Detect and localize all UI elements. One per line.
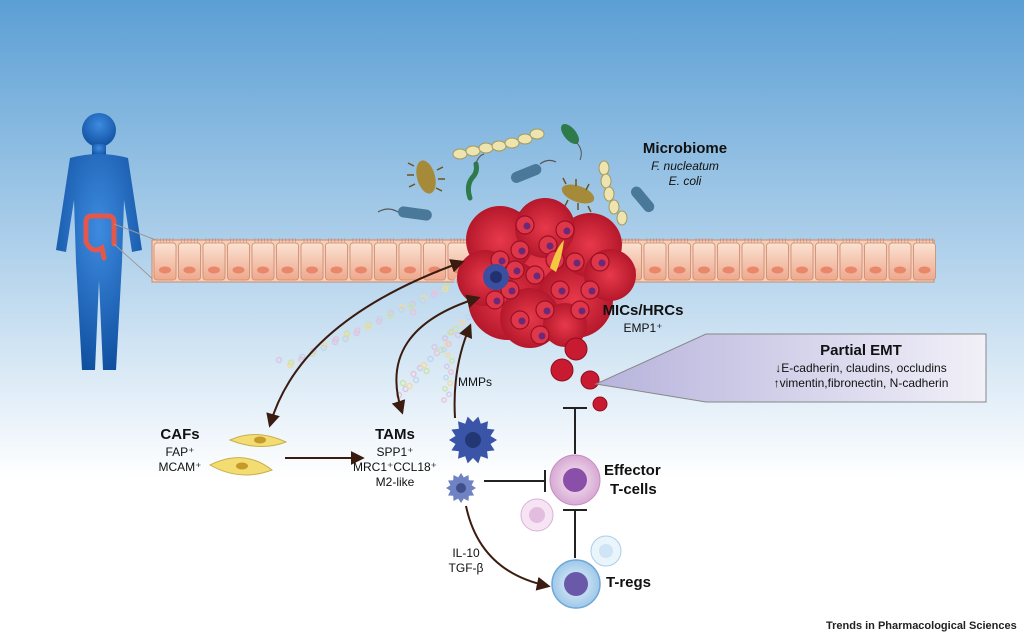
caf-tumor-arrow [266,259,465,428]
epithelial-cell [668,238,691,281]
treg-small-icon [590,535,622,567]
caf-cell-icon [208,457,274,476]
cafs-title: CAFs [160,426,200,443]
tam-tumor-arrow [391,294,481,415]
bacterium-curved-green-icon [465,153,485,201]
tumor-mass [457,198,636,348]
effector-title-1: Effector [604,462,661,479]
epithelial-cell [251,238,275,281]
epithelial-cell [864,238,887,281]
epithelial-cell [227,238,250,281]
microbiome-title: Microbiome [642,140,728,157]
cytokine-2: TGF-β [448,561,484,575]
macrophage-small-icon [446,473,476,503]
cytokine-1: IL-10 [452,546,480,560]
treg-cell-icon [551,559,601,609]
tams-marker-2: MRC1⁺CCL18⁺ [352,459,438,474]
bacterium-chain-icon [598,160,628,226]
epithelial-cell [741,238,765,281]
emt-label: Partial EMT ↓E-cadherin, claudins, occlu… [734,342,988,391]
cafs-marker-2: MCAM⁺ [158,459,202,474]
emt-callout-box [594,333,987,403]
caf-in-tumor-icon [550,240,564,272]
inhibition-lines [484,407,587,558]
tams-title: TAMs [375,426,415,443]
epithelial-cell [913,238,936,281]
caf-cell-icon [228,434,288,447]
epithelial-cell [692,238,716,281]
mics-marker: EMP1⁺ [623,320,663,335]
bacterium-rod-icon [631,186,655,213]
treg-induction-arrow [465,505,551,591]
bacterium-rod-icon [510,159,557,183]
epithelial-cell [398,238,422,281]
mics-title: MICs/HRCs [602,302,684,319]
epithelial-cell [153,238,177,281]
microbiome-label: Microbiome F. nucleatum E. coli [630,140,740,189]
epithelial-cell [888,238,912,281]
bacteria-group [377,124,655,226]
cafs-marker-1: FAP⁺ [165,444,195,459]
tams-marker-1: SPP1⁺ [376,444,414,459]
effector-label: Effector T-cells [604,462,661,500]
epithelial-cell [325,238,348,281]
mmp-arrow [453,323,473,419]
bacterium-green-icon [561,124,582,161]
emt-line-1: ↓E-cadherin, claudins, occludins [775,360,947,375]
mics-label: MICs/HRCs EMP1⁺ [598,302,688,336]
mmps-label: MMPs [458,375,492,389]
human-figure [56,113,142,370]
epithelial-cell [839,238,863,281]
epithelial-cell [717,238,740,281]
journal-credit: Trends in Pharmacological Sciences [826,620,1017,632]
tams-marker-3: M2-like [375,474,415,489]
epithelial-cell [374,238,397,281]
epithelial-cell [643,238,667,281]
species-1: F. nucleatum [651,158,719,173]
cafs-label: CAFs FAP⁺ MCAM⁺ [150,426,210,475]
bacterium-spiked-icon [407,160,445,194]
effector-tcell-icon [549,454,601,506]
bacterium-chain-icon [452,128,545,160]
zoom-lines [113,223,157,283]
tcell-small-icon [520,498,554,532]
bacterium-rod-icon [377,206,432,221]
tams-label: TAMs SPP1⁺ MRC1⁺CCL18⁺ M2-like [350,426,440,490]
macrophage-icon [449,416,497,464]
epithelial-cell [423,238,446,281]
epithelial-cell [766,238,789,281]
emt-line-2: ↑vimentin,fibronectin, N-cadherin [773,375,949,390]
epithelial-cell [178,238,201,281]
epithelial-cell [349,238,373,281]
tumor-cell-dark-icon [483,264,509,290]
colon-icon [83,213,117,261]
effector-title-2: T-cells [610,480,657,498]
epithelial-cell [276,238,299,281]
emt-title: Partial EMT [820,342,902,359]
species-2: E. coli [668,173,702,188]
epithelial-cell [815,238,838,281]
bacterium-spiked-icon [561,177,595,213]
disseminating-cells [550,337,608,412]
tregs-label: T-regs [606,574,652,591]
epithelial-cell [790,238,814,281]
epithelial-cell [202,238,226,281]
epithelial-cell [300,238,324,281]
cytokines-label: IL-10 TGF-β [436,546,496,576]
